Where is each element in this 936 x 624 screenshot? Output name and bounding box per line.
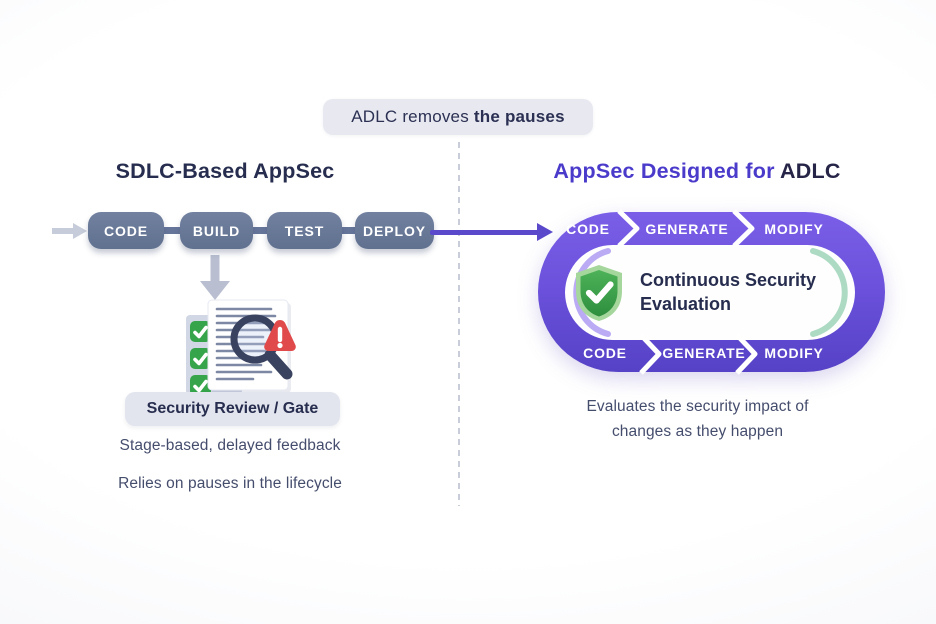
stage-pill-deploy: DEPLOY bbox=[355, 212, 434, 249]
loop-bottom-modify: MODIFY bbox=[764, 345, 824, 361]
ribbon-twist-right bbox=[810, 248, 848, 337]
stage-pill-build: BUILD bbox=[180, 212, 253, 249]
down-arrow-icon bbox=[200, 255, 230, 300]
left-caption-2: Relies on pauses in the lifecycle bbox=[118, 475, 342, 492]
loop-ribbon bbox=[538, 209, 885, 375]
loop-bottom-code: CODE bbox=[583, 345, 627, 361]
shield-check-icon bbox=[576, 265, 622, 321]
right-caption-line2: changes as they happen bbox=[611, 423, 784, 440]
pipeline-connector bbox=[338, 227, 359, 234]
loop-top-modify: MODIFY bbox=[764, 221, 824, 237]
pipeline-connector bbox=[160, 227, 184, 234]
left-caption-1: Stage-based, delayed feedback bbox=[119, 437, 341, 454]
warning-icon bbox=[264, 320, 296, 351]
banner-pill: ADLC removes the pauses bbox=[323, 99, 593, 135]
stage-pill-code: CODE bbox=[88, 212, 164, 249]
security-review-illustration bbox=[186, 299, 296, 396]
loop-center-label: Continuous Security Evaluation bbox=[640, 268, 850, 316]
banner-text-bold: the pauses bbox=[473, 107, 565, 126]
center-label-line1: Continuous Security bbox=[640, 270, 817, 290]
right-caption: Evaluates the security impact of changes… bbox=[540, 394, 855, 444]
flow-arrow-head-icon bbox=[537, 223, 553, 241]
gate-badge: Security Review / Gate bbox=[125, 392, 340, 426]
stage-pill-test: TEST bbox=[267, 212, 342, 249]
banner-text: ADLC removes bbox=[351, 107, 469, 126]
right-caption-line1: Evaluates the security impact of bbox=[586, 398, 809, 415]
right-arrow-icon bbox=[52, 223, 87, 239]
section-divider bbox=[458, 142, 460, 506]
loop-top-generate: GENERATE bbox=[645, 221, 729, 237]
left-section-title: SDLC-Based AppSec bbox=[115, 159, 335, 183]
flow-arrow-line bbox=[430, 230, 540, 235]
pipeline-connector bbox=[249, 227, 271, 234]
loop-top-code: CODE bbox=[566, 221, 610, 237]
center-label-line2: Evaluation bbox=[640, 294, 732, 314]
right-section-title: AppSec Designed for ADLC bbox=[538, 159, 856, 184]
right-title-dark: ADLC bbox=[780, 159, 841, 183]
right-title-accent: AppSec Designed for bbox=[553, 159, 775, 183]
loop-bottom-generate: GENERATE bbox=[662, 345, 746, 361]
